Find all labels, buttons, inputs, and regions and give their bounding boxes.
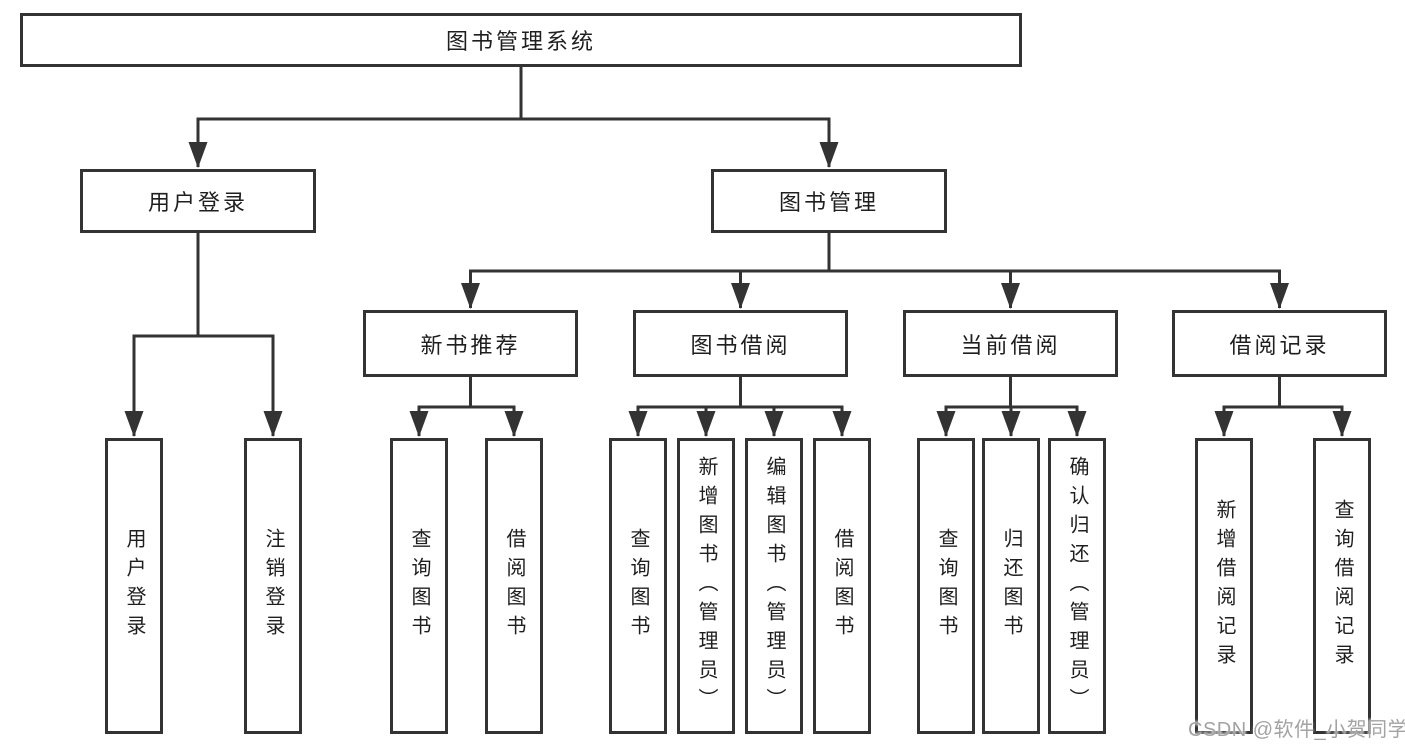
leaf-bb-add-books-admin: 新增图书（管理员） (677, 438, 735, 734)
node-new-book-recommendation: 新书推荐 (363, 310, 578, 377)
leaf-nbr-borrow-books: 借阅图书 (485, 438, 543, 734)
leaf-nbr-query-books: 查询图书 (390, 438, 448, 734)
leaf-br-query-record: 查询借阅记录 (1313, 438, 1371, 734)
watermark: CSDN @软件_小贺同学 (1188, 719, 1405, 741)
leaf-bb-query-books: 查询图书 (609, 438, 667, 734)
leaf-br-add-record: 新增借阅记录 (1195, 438, 1253, 734)
leaf-bb-borrow-books: 借阅图书 (813, 438, 871, 734)
node-book-management: 图书管理 (711, 169, 947, 233)
node-user-login: 用户登录 (80, 169, 316, 233)
node-borrowing-records: 借阅记录 (1172, 310, 1387, 377)
connector-book-management-children (461, 233, 1289, 309)
connector-book-borrowing-children (628, 377, 852, 437)
node-current-borrowing: 当前借阅 (903, 310, 1118, 377)
connector-current-borrowing-children (936, 377, 1087, 437)
connector-root-to-level2 (188, 67, 839, 168)
connector-borrowing-records-children (1214, 377, 1352, 437)
connector-new-book-recommendation-children (409, 377, 524, 437)
leaf-user-login: 用户登录 (105, 438, 163, 734)
leaf-bb-edit-books-admin: 编辑图书（管理员） (745, 438, 803, 734)
node-book-borrowing: 图书借阅 (633, 310, 848, 377)
leaf-cb-return-books: 归还图书 (982, 438, 1040, 734)
leaf-logout: 注销登录 (244, 438, 302, 734)
node-root: 图书管理系统 (20, 13, 1022, 67)
leaf-cb-query-books: 查询图书 (917, 438, 975, 734)
connector-user-login-children (124, 233, 283, 437)
leaf-cb-confirm-return-admin: 确认归还（管理员） (1048, 438, 1106, 734)
